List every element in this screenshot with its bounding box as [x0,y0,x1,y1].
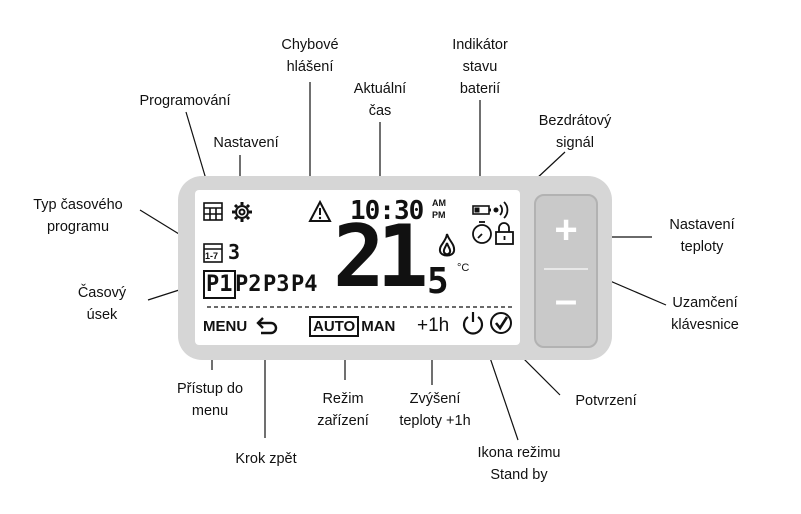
plus-button[interactable]: + [554,208,578,252]
calendar-icon [203,202,223,221]
temperature-buttons: + – [534,194,598,348]
button-divider [544,268,588,270]
temperature-decimal: 5 [427,261,449,302]
temperature-unit: °C [457,262,470,274]
warning-icon [308,199,332,222]
timer-icon [472,221,492,244]
flame-icon [438,233,456,257]
wireless-signal-icon [493,201,509,219]
pm-indicator: PM [432,210,446,220]
label-back: Krok zpět [235,451,297,467]
check-icon [490,312,512,334]
power-icon [462,312,484,335]
minus-button[interactable]: – [554,278,578,322]
temperature-whole: 21 [333,207,429,307]
menu-label: MENU [203,318,248,335]
auto-mode-label: AUTO [309,316,360,337]
current-time: 10:30 [350,196,424,226]
manual-mode-label: MAN [361,318,396,335]
lcd-icons [203,199,515,335]
period-p3: P3 [263,272,290,297]
period-p1: P1 [203,270,236,299]
program-type-digit: 3 [228,240,241,264]
period-p4: P4 [291,272,318,297]
boost-1h-label: +1h [417,315,450,336]
lcd-screen: 10:30 AM PM 1-7 3 P1 P2 P3 P4 21 5 °C ME… [195,190,520,345]
lock-icon [495,222,514,245]
day-range-label: 1-7 [205,251,219,261]
label-programming: Programování [139,93,231,109]
period-p2: P2 [235,272,262,297]
battery-icon [472,205,491,215]
back-arrow-icon [256,317,278,335]
label-settings: Nastavení [213,135,279,151]
day-calendar-icon [203,243,223,263]
label-confirm: Potvrzení [575,393,637,409]
am-indicator: AM [432,198,446,208]
gear-icon [232,202,252,222]
